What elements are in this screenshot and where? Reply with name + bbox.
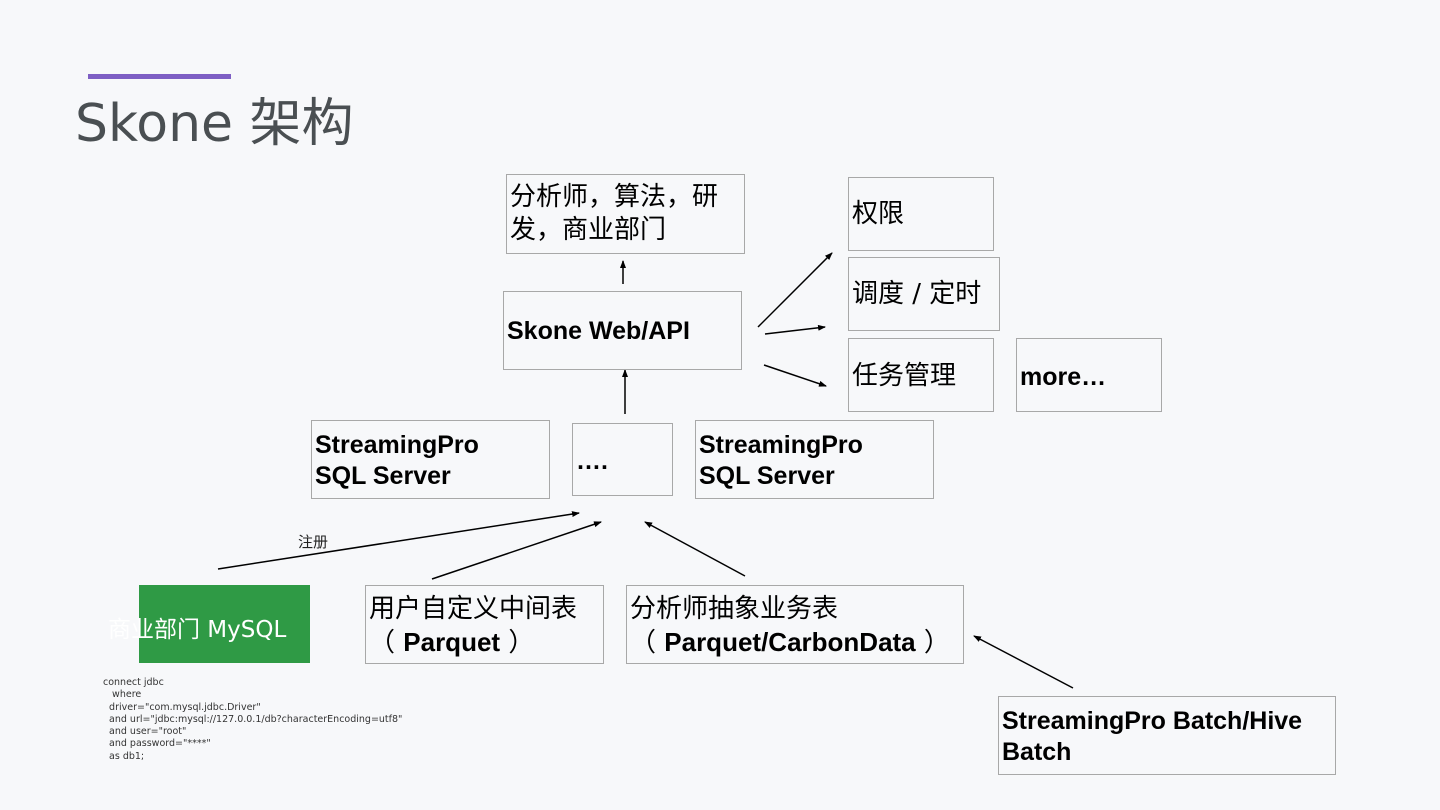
jdbc-code-snippet: connect jdbc where driver="com.mysql.jdb… (103, 677, 403, 762)
node-analyst-table-label: 分析师抽象业务表 （ Parquet/CarbonData ） (630, 594, 950, 658)
title-accent-bar (88, 74, 231, 79)
arrow-api-to-scheduling (764, 324, 826, 335)
node-users-label: 分析师，算法，研 发，商业部门 (510, 182, 719, 245)
node-task-management: 任务管理 (848, 338, 994, 412)
node-sql-server-2-label: StreamingPro SQL Server (699, 431, 863, 490)
node-scheduling: 调度 / 定时 (848, 257, 1000, 331)
node-task-management-label: 任务管理 (852, 361, 957, 391)
node-more: more… (1016, 338, 1162, 412)
node-web-api: Skone Web/API (503, 291, 742, 370)
slide-title: Skone 架构 (75, 94, 354, 154)
node-scheduling-label: 调度 / 定时 (852, 279, 982, 309)
arrow-api-to-permission (757, 252, 833, 328)
node-sql-server-1: StreamingPro SQL Server (311, 420, 550, 499)
arrow-usertable-to-sql (431, 521, 602, 580)
arrow-mysql-register (217, 511, 580, 570)
node-permission-label: 权限 (852, 199, 905, 229)
node-user-table: 用户自定义中间表 （ Parquet ） (365, 585, 604, 664)
node-batch: StreamingPro Batch/Hive Batch (998, 696, 1336, 775)
arrow-batch-to-analysttable (973, 635, 1074, 689)
node-permission: 权限 (848, 177, 994, 251)
arrow-api-to-task (763, 364, 827, 387)
register-edge-label: 注册 (298, 533, 329, 551)
node-mysql (139, 585, 310, 663)
node-mysql-label: 商业部门 MySQL (108, 617, 287, 643)
node-sql-server-2: StreamingPro SQL Server (695, 420, 934, 499)
node-ellipsis: …. (572, 423, 673, 496)
arrow-analysttable-to-sql (644, 521, 746, 577)
node-ellipsis-label: …. (576, 447, 608, 475)
node-more-label: more… (1020, 363, 1107, 391)
node-analyst-table: 分析师抽象业务表 （ Parquet/CarbonData ） (626, 585, 964, 664)
node-web-api-label: Skone Web/API (507, 317, 690, 345)
node-user-table-label: 用户自定义中间表 （ Parquet ） (369, 594, 578, 658)
node-users: 分析师，算法，研 发，商业部门 (506, 174, 745, 254)
node-batch-label: StreamingPro Batch/Hive Batch (1002, 707, 1303, 766)
node-sql-server-1-label: StreamingPro SQL Server (315, 431, 479, 490)
